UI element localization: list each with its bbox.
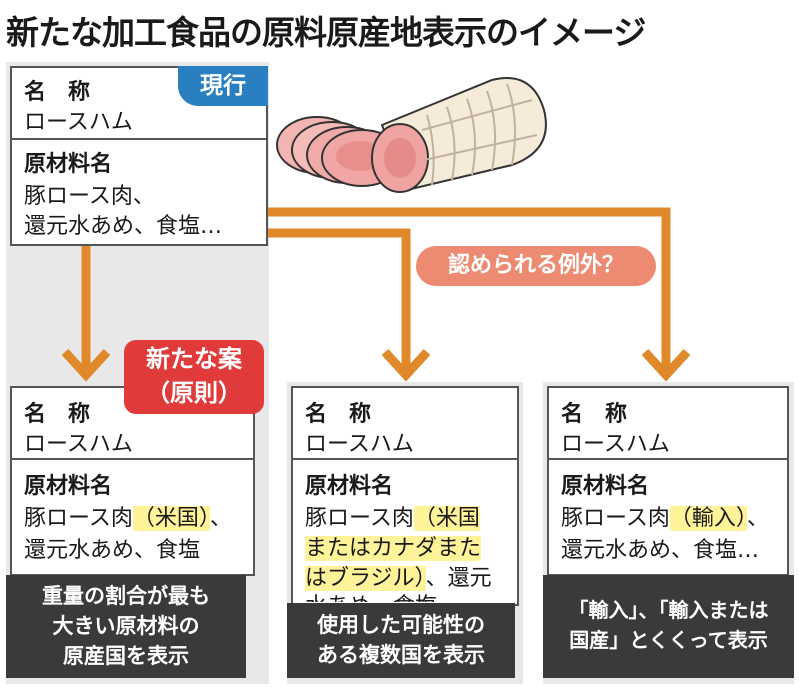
- arrow-branch-multi: [262, 228, 431, 382]
- exception-import-caption: 「輸入」、「輸入または 国産」とくくって表示: [543, 575, 794, 678]
- exception-multi-caption: 使用した可能性の ある複数国を表示: [287, 603, 515, 678]
- current-ingredients-label: 原材料名: [24, 152, 113, 177]
- arrow-down-icon: [61, 245, 111, 382]
- multi-ingredients-line2: またはカナダまた: [305, 536, 482, 561]
- multi-name-value: ロースハム: [305, 432, 414, 457]
- current-name-value: ロースハム: [24, 110, 133, 135]
- multi-ingredients-line1: 豚ロース肉（米国: [305, 506, 480, 531]
- exception-import-label: 名 称 ロースハム 原材料名 豚ロース肉（輸入）、 還元水あめ、食塩…: [547, 386, 789, 576]
- exception-multi-label: 名 称 ロースハム 原材料名 豚ロース肉（米国 またはカナダまた はブラジル）、…: [291, 386, 519, 606]
- proposal-badge: 新たな案 （原則）: [124, 340, 264, 414]
- proposal-name-label: 名 称: [24, 402, 91, 427]
- current-name-label: 名 称: [24, 80, 91, 105]
- proposal-label: 名 称 ロースハム 原材料名 豚ロース肉（米国）、 還元水あめ、食塩: [10, 386, 255, 576]
- current-ingredients-line1: 豚ロース肉、: [24, 184, 155, 209]
- ham-illustration: [276, 77, 547, 193]
- multi-ingredients-label: 原材料名: [305, 474, 394, 499]
- arrow-branch-import: [262, 207, 691, 382]
- page-title: 新たな加工食品の原料原産地表示のイメージ: [6, 13, 646, 52]
- import-name-label: 名 称: [561, 402, 628, 427]
- proposal-ingredients-line2: 還元水あめ、食塩: [24, 538, 201, 563]
- proposal-caption: 重量の割合が最も 大きい原材料の 原産国を表示: [6, 575, 246, 678]
- exceptions-badge: 認められる例外？: [416, 246, 656, 286]
- import-name-value: ロースハム: [561, 432, 670, 457]
- proposal-ingredients-line1: 豚ロース肉（米国）、: [24, 506, 232, 531]
- import-ingredients-line2: 還元水あめ、食塩…: [561, 538, 760, 563]
- import-ingredients-label: 原材料名: [561, 474, 650, 499]
- multi-name-label: 名 称: [305, 402, 372, 427]
- import-ingredients-line1: 豚ロース肉（輸入）、: [561, 506, 769, 531]
- current-ingredients-line2: 還元水あめ、食塩…: [24, 214, 223, 239]
- multi-ingredients-line3: はブラジル）、還元: [305, 566, 492, 591]
- proposal-name-value: ロースハム: [24, 432, 133, 457]
- current-badge: 現行: [178, 66, 268, 106]
- proposal-ingredients-label: 原材料名: [24, 474, 113, 499]
- multi-ingredients-line4: 水あめ、食塩: [305, 588, 437, 602]
